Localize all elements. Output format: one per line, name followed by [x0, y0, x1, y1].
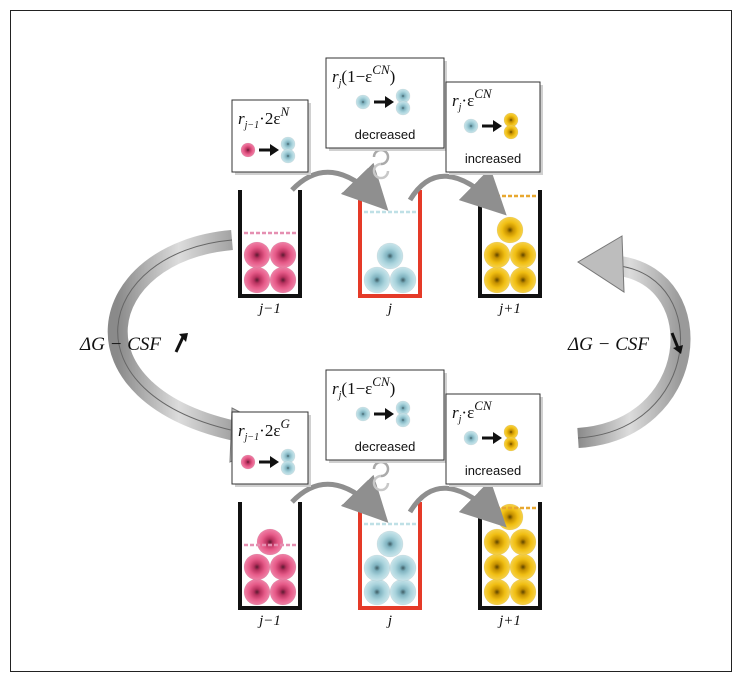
cell [483, 578, 511, 606]
cell [243, 578, 271, 606]
formula-text: rj−1·2εG [238, 416, 290, 443]
reaction-arrow-icon [482, 432, 502, 444]
transfer-arrows [290, 474, 507, 528]
well-0: j−1 [238, 190, 302, 317]
cell [243, 266, 271, 294]
cell [389, 266, 417, 294]
down-arrow-icon [670, 332, 683, 354]
self-renewal-icon [372, 148, 390, 180]
cell [363, 554, 391, 582]
self-renewal-icon [372, 460, 390, 492]
reaction-product-cell [503, 436, 519, 452]
cell [243, 553, 271, 581]
formula-box-2: rj·εCN increased [445, 81, 543, 175]
reaction-arrow-icon [482, 120, 502, 132]
reaction-arrow-icon [374, 408, 394, 420]
cell [363, 578, 391, 606]
cell [269, 553, 297, 581]
change-note: increased [465, 463, 521, 478]
top-panel: j−1 j j+1 rj−1·2εN rj(1−εCN) decreased rj·εCN i… [231, 57, 543, 317]
reaction-arrow-icon [259, 144, 279, 156]
formula-box-2: rj·εCN increased [445, 393, 543, 487]
formula-box-0: rj−1·2εG [231, 411, 311, 487]
right-transition-arrow [577, 235, 691, 448]
cell [269, 578, 297, 606]
cell [363, 266, 391, 294]
up-arrow-icon [174, 333, 188, 353]
change-note: decreased [355, 127, 416, 142]
formula-box-0: rj−1·2εN [231, 99, 311, 175]
right-transition-label: ΔG − CSF [567, 334, 649, 355]
transfer-arrows [290, 162, 507, 216]
cell [389, 578, 417, 606]
reaction-source-cell [463, 430, 479, 446]
cell [483, 266, 511, 294]
well-1: j [358, 502, 422, 629]
cell [509, 578, 537, 606]
well-2: j+1 [478, 190, 542, 317]
well-2: j+1 [478, 502, 542, 629]
cell [483, 553, 511, 581]
reaction-product-cell [280, 460, 296, 476]
well-label: j−1 [257, 301, 281, 317]
bottom-panel: j−1 j j+1 rj−1·2εG rj(1−εCN) decreased rj·εCN i… [231, 369, 543, 629]
reaction-source-cell [463, 118, 479, 134]
cell [389, 554, 417, 582]
well-label: j−1 [257, 613, 281, 629]
change-note: decreased [355, 439, 416, 454]
cell [243, 241, 271, 269]
well-0: j−1 [238, 502, 302, 629]
reaction-product-cell [503, 124, 519, 140]
cell [496, 216, 524, 244]
formula-text: rj·εCN [452, 86, 493, 113]
formula-text: rj(1−εCN) [332, 374, 395, 401]
cell [509, 266, 537, 294]
cell [509, 528, 537, 556]
reaction-source-cell [355, 94, 371, 110]
formula-text: rj−1·2εN [238, 104, 290, 131]
cell [509, 553, 537, 581]
well-label: j [386, 613, 392, 629]
cell [509, 241, 537, 269]
reaction-source-cell [355, 406, 371, 422]
cell [269, 241, 297, 269]
left-transition-label: ΔG − CSF [79, 334, 161, 355]
cell [483, 528, 511, 556]
reaction-product-cell [395, 100, 411, 116]
cell [376, 530, 404, 558]
reaction-source-cell [240, 142, 256, 158]
reaction-product-cell [280, 148, 296, 164]
cell [269, 266, 297, 294]
formula-box-1: rj(1−εCN) decreased [325, 369, 447, 463]
reaction-arrow-icon [374, 96, 394, 108]
well-label: j [386, 301, 392, 317]
well-label: j+1 [497, 613, 521, 629]
reaction-product-cell [395, 412, 411, 428]
formula-text: rj·εCN [452, 398, 493, 425]
cell [376, 242, 404, 270]
well-label: j+1 [497, 301, 521, 317]
well-1: j [358, 190, 422, 317]
formula-text: rj(1−εCN) [332, 62, 395, 89]
cell [483, 241, 511, 269]
cell [256, 528, 284, 556]
reaction-source-cell [240, 454, 256, 470]
change-note: increased [465, 151, 521, 166]
formula-box-1: rj(1−εCN) decreased [325, 57, 447, 151]
reaction-arrow-icon [259, 456, 279, 468]
